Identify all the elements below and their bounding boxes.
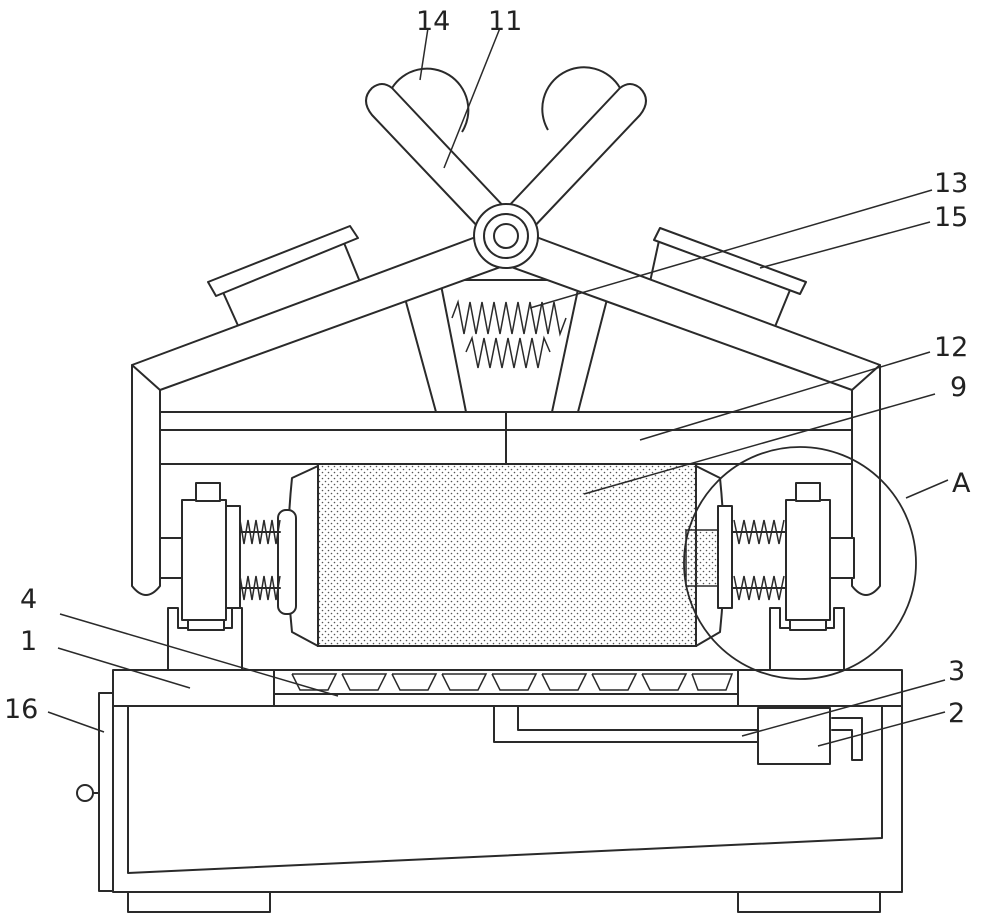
right-leg (851, 364, 881, 596)
left-pin (159, 537, 185, 579)
roller-body (317, 463, 697, 647)
label-16: 16 (4, 694, 38, 725)
base-housing (76, 669, 903, 913)
inner-chamber (127, 705, 883, 874)
label-a: A (952, 468, 971, 499)
detail-circle-a (683, 446, 917, 680)
label-11: 11 (488, 6, 522, 37)
roller (277, 463, 725, 647)
pump-box (757, 707, 831, 765)
right-pin (829, 537, 855, 579)
top-frame (131, 225, 881, 596)
leader-lines (47, 27, 949, 747)
upper-spring (451, 299, 567, 337)
left-foot (127, 889, 271, 913)
pipe-and-pump (493, 705, 863, 765)
door-panel (98, 692, 114, 892)
lower-spring (465, 335, 551, 369)
left-bearing-assembly (159, 482, 281, 621)
label-14: 14 (416, 6, 450, 37)
filter-funnels (291, 673, 734, 691)
label-9: 9 (950, 372, 967, 403)
pivot-inner (493, 223, 519, 249)
left-leg (131, 364, 161, 596)
right-handle-grip (653, 227, 807, 295)
part-labels: 14 11 13 15 12 9 A 4 1 16 3 2 (4, 6, 971, 729)
roller-left-boss (277, 509, 297, 615)
scissor-mechanism (365, 66, 647, 269)
right-bearing-block (785, 499, 831, 621)
left-bearing-block (181, 499, 227, 621)
right-bearing-assembly (717, 482, 855, 621)
label-13: 13 (934, 168, 968, 199)
left-finger-ring (391, 67, 470, 133)
label-4: 4 (20, 584, 37, 615)
door-knob (76, 784, 94, 802)
filter-screen (273, 669, 739, 707)
label-3: 3 (948, 656, 965, 687)
right-finger-ring (541, 66, 621, 131)
label-12: 12 (934, 332, 968, 363)
label-2: 2 (948, 698, 965, 729)
label-15: 15 (934, 202, 968, 233)
right-foot (737, 889, 881, 913)
label-1: 1 (20, 626, 37, 657)
left-handle-grip (207, 225, 359, 297)
